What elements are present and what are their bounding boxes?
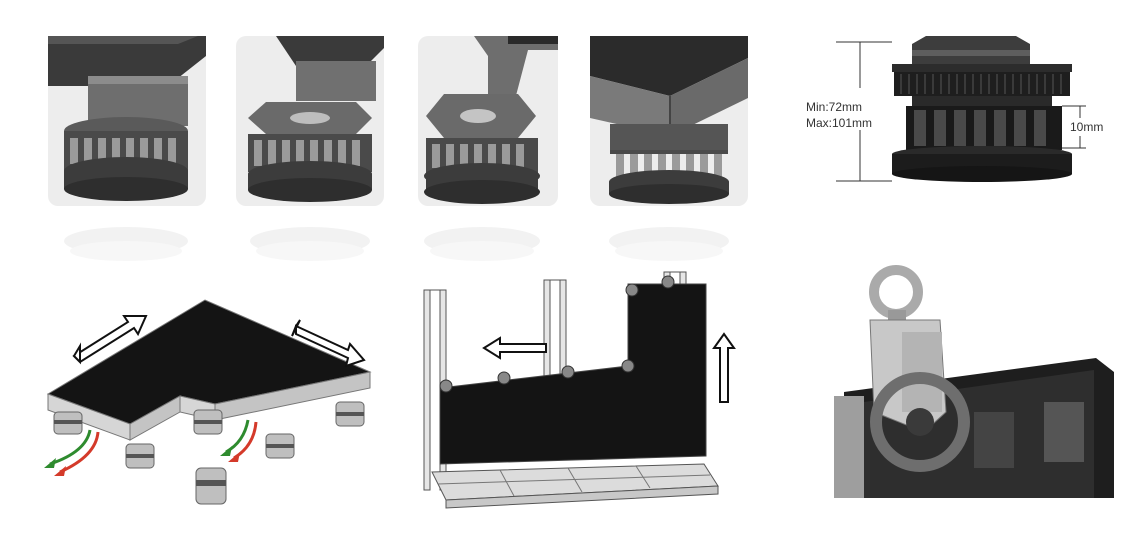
leveler-dimension-diagram xyxy=(830,30,1100,190)
leveler-step-3-image xyxy=(418,36,558,268)
leveler-step-label: 10mm xyxy=(1070,120,1104,134)
leveler-step-4-image xyxy=(590,36,748,268)
leveler-step-1-image xyxy=(48,36,206,268)
leveler-min-height-label: Min:72mm xyxy=(806,100,863,114)
leveler-step-2-image xyxy=(236,36,384,268)
hanging-lug-photo xyxy=(834,262,1118,498)
l-shaped-floor-diagram xyxy=(30,292,390,512)
leveler-max-height-label: Max:101mm xyxy=(806,116,873,130)
stacking-frame-diagram xyxy=(418,268,738,518)
